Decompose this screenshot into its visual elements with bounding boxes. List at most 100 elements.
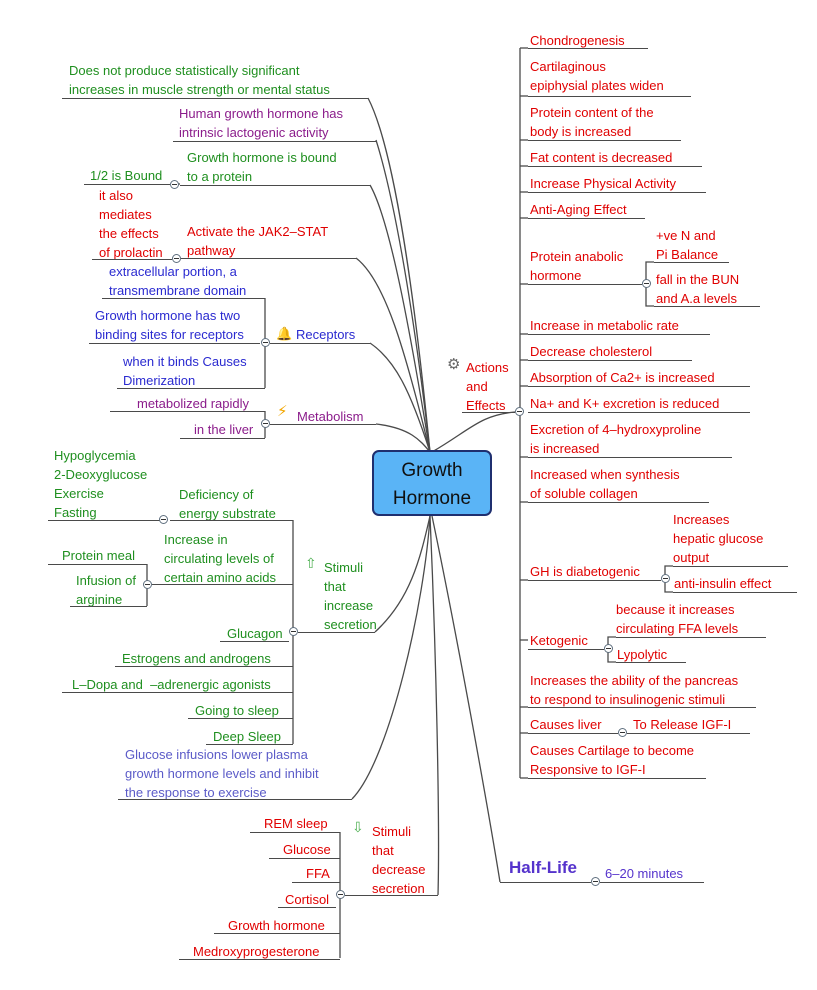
collapse-toggle[interactable] xyxy=(261,419,270,428)
node-release-igf[interactable]: To Release IGF-I xyxy=(633,717,732,732)
node-underline xyxy=(528,218,645,219)
node-n-pi-balance[interactable]: +ve N and Pi Balance xyxy=(656,228,719,262)
node-underline xyxy=(627,733,750,734)
node-energy-examples[interactable]: Hypoglycemia 2-Deoxyglucose Exercise Fas… xyxy=(54,448,148,520)
collapse-toggle[interactable] xyxy=(289,627,298,636)
node-stimuli-decrease[interactable]: Stimuli that decrease secretion xyxy=(372,824,426,896)
collapse-toggle[interactable] xyxy=(604,644,613,653)
node-cholesterol[interactable]: Decrease cholesterol xyxy=(530,344,653,359)
collapse-toggle[interactable] xyxy=(591,877,600,886)
node-underline xyxy=(62,692,293,693)
node-in-liver[interactable]: in the liver xyxy=(194,422,254,437)
node-half-life[interactable]: Half-Life xyxy=(509,858,577,877)
node-chondrogenesis[interactable]: Chondrogenesis xyxy=(530,33,625,48)
node-underline xyxy=(250,832,340,833)
node-glucagon[interactable]: Glucagon xyxy=(227,626,283,641)
node-anti-aging[interactable]: Anti-Aging Effect xyxy=(530,202,627,217)
node-deep-sleep[interactable]: Deep Sleep xyxy=(213,729,281,744)
node-metabolized-rapidly[interactable]: metabolized rapidly xyxy=(137,396,250,411)
node-fat-content[interactable]: Fat content is decreased xyxy=(530,150,673,165)
node-arginine[interactable]: Infusion of arginine xyxy=(76,573,136,607)
root-title-line2: Hormone xyxy=(392,488,472,509)
node-underline xyxy=(528,140,681,141)
node-underline xyxy=(84,184,170,185)
node-hepatic-glucose[interactable]: Increases hepatic glucose output xyxy=(673,512,764,565)
node-half-life-value[interactable]: 6–20 minutes xyxy=(605,866,684,881)
node-growth-hormone[interactable]: Growth hormone xyxy=(228,918,325,933)
node-bun-levels[interactable]: fall in the BUN and A.a levels xyxy=(656,272,740,306)
node-rem-sleep[interactable]: REM sleep xyxy=(264,816,328,831)
node-hydroxyproline[interactable]: Excretion of 4–hydroxyproline is increas… xyxy=(530,422,702,456)
node-epiphysial-plates[interactable]: Cartilaginous epiphysial plates widen xyxy=(530,59,664,93)
node-l-dopa[interactable]: L–Dopa and –adrenergic agonists xyxy=(72,677,271,692)
node-prolactin[interactable]: it also mediates the effects of prolacti… xyxy=(99,188,163,260)
node-lactogenic[interactable]: Human growth hormone has intrinsic lacto… xyxy=(179,106,344,140)
node-causes-liver[interactable]: Causes liver xyxy=(530,717,602,732)
collapse-toggle[interactable] xyxy=(661,574,670,583)
node-half-bound[interactable]: 1/2 is Bound xyxy=(90,168,163,183)
collapse-toggle[interactable] xyxy=(159,515,168,524)
node-extracellular[interactable]: extracellular portion, a transmembrane d… xyxy=(109,264,247,298)
node-sodium-potassium[interactable]: Na+ and K+ excretion is reduced xyxy=(530,396,720,411)
node-cartilage-responsive[interactable]: Causes Cartilage to become Responsive to… xyxy=(530,743,695,777)
node-ketogenic[interactable]: Ketogenic xyxy=(530,633,588,648)
node-circulating-ffa[interactable]: because it increases circulating FFA lev… xyxy=(616,602,739,636)
node-calcium[interactable]: Absorption of Ca2+ is increased xyxy=(530,370,715,385)
node-glucose[interactable]: Glucose xyxy=(283,842,331,857)
collapse-toggle[interactable] xyxy=(261,338,270,347)
node-bound-protein[interactable]: Growth hormone is bound to a protein xyxy=(187,150,337,184)
collapse-toggle[interactable] xyxy=(172,254,181,263)
node-anti-insulin[interactable]: anti-insulin effect xyxy=(674,576,772,591)
node-estrogens[interactable]: Estrogens and androgens xyxy=(122,651,271,666)
node-underline xyxy=(673,566,788,567)
node-amino-acids[interactable]: Increase in circulating levels of certai… xyxy=(164,532,276,585)
node-underline xyxy=(528,649,604,650)
node-stimuli-increase[interactable]: Stimuli that increase secretion xyxy=(324,560,377,632)
node-underline xyxy=(528,192,706,193)
lightning-icon: ⚡ xyxy=(277,403,288,420)
node-underline xyxy=(528,48,648,49)
node-lipolytic[interactable]: Lypolytic xyxy=(617,647,668,662)
node-muscle-strength[interactable]: Does not produce statistically significa… xyxy=(69,63,330,97)
node-underline xyxy=(345,895,438,896)
node-two-binding-sites[interactable]: Growth hormone has two binding sites for… xyxy=(95,308,244,342)
node-metabolic-rate[interactable]: Increase in metabolic rate xyxy=(530,318,679,333)
node-energy-deficiency[interactable]: Deficiency of energy substrate xyxy=(179,487,276,521)
node-cortisol[interactable]: Cortisol xyxy=(285,892,330,907)
collapse-toggle[interactable] xyxy=(642,279,651,288)
root-node[interactable]: Growth Hormone xyxy=(372,450,492,516)
node-ffa[interactable]: FFA xyxy=(306,866,330,881)
node-jak-stat[interactable]: Activate the JAK2–STAT pathway xyxy=(187,224,329,258)
gear-icon: ⚙ xyxy=(447,356,461,373)
node-soluble-collagen[interactable]: Increased when synthesis of soluble coll… xyxy=(530,467,680,501)
collapse-toggle[interactable] xyxy=(336,890,345,899)
node-protein-anabolic[interactable]: Protein anabolic hormone xyxy=(530,249,624,283)
arrow-up-icon: ⇧ xyxy=(305,555,317,571)
collapse-toggle[interactable] xyxy=(143,580,152,589)
collapse-toggle[interactable] xyxy=(170,180,179,189)
node-underline xyxy=(92,259,172,260)
node-underline xyxy=(89,343,260,344)
node-underline xyxy=(654,262,729,263)
node-physical-activity[interactable]: Increase Physical Activity xyxy=(530,176,676,191)
node-pancreas[interactable]: Increases the ability of the pancreas to… xyxy=(530,673,739,707)
node-protein-meal[interactable]: Protein meal xyxy=(62,548,135,563)
node-metabolism[interactable]: Metabolism xyxy=(297,409,364,424)
node-receptors[interactable]: Receptors xyxy=(296,327,356,342)
node-protein-content[interactable]: Protein content of the body is increased xyxy=(530,105,654,139)
node-dimerization[interactable]: when it binds Causes Dimerization xyxy=(123,354,247,388)
collapse-toggle[interactable] xyxy=(618,728,627,737)
node-underline xyxy=(102,298,265,299)
node-medroxyprogesterone[interactable]: Medroxyprogesterone xyxy=(193,944,320,959)
node-underline xyxy=(528,502,709,503)
collapse-toggle[interactable] xyxy=(515,407,524,416)
node-underline xyxy=(180,438,265,439)
node-glucose-infusions[interactable]: Glucose infusions lower plasma growth ho… xyxy=(125,747,319,800)
node-actions-effects[interactable]: Actions and Effects xyxy=(466,360,509,413)
receptor-bell-icon: 🔔 xyxy=(276,326,293,341)
node-going-to-sleep[interactable]: Going to sleep xyxy=(195,703,279,718)
node-underline xyxy=(117,388,265,389)
node-underline xyxy=(48,520,160,521)
node-diabetogenic[interactable]: GH is diabetogenic xyxy=(530,564,640,579)
